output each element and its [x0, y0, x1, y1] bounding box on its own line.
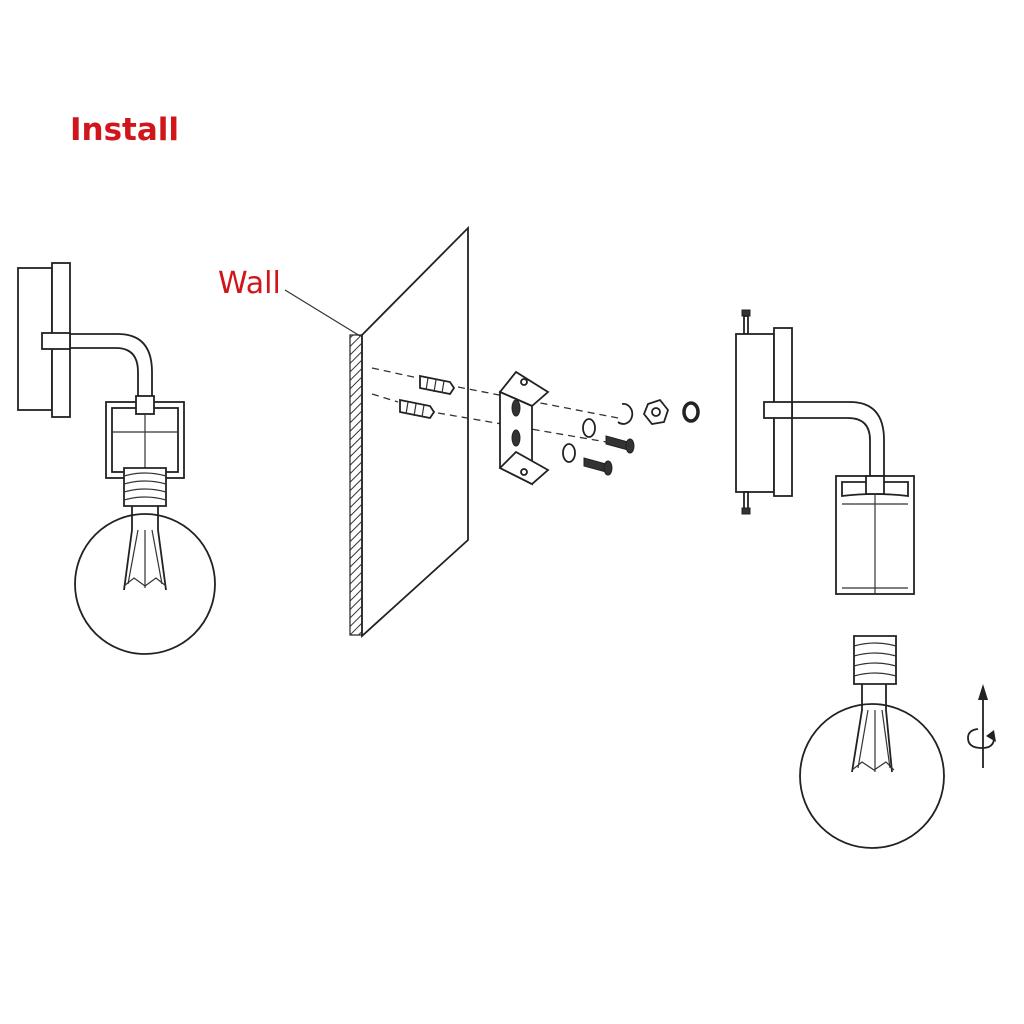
screw-bottom: [583, 457, 613, 476]
washer-bottom: [562, 443, 576, 463]
socket-left: [105, 395, 185, 479]
wall-plug-bottom: [399, 398, 436, 420]
wall: [284, 225, 469, 639]
arm-left: [41, 332, 153, 402]
assembled-lamp: [17, 262, 216, 655]
wall-hatch: [349, 334, 363, 636]
split-ring: [617, 403, 634, 425]
cap-screw-bottom: [741, 491, 751, 515]
arm-right: [763, 401, 885, 476]
screw-top: [605, 435, 635, 454]
exploded-lamp: [735, 309, 996, 849]
cap-screw-top: [741, 309, 751, 335]
mounting-bracket: [498, 370, 550, 486]
bulb-right: [799, 635, 945, 849]
hex-nut: [642, 398, 670, 425]
wall-plate-right: [735, 327, 793, 497]
o-ring: [682, 401, 700, 423]
title: Install: [70, 112, 180, 148]
wall-plug-top: [419, 374, 456, 396]
washer-top: [582, 418, 596, 438]
socket-right: [835, 475, 915, 595]
wall-leader-line: [284, 289, 361, 337]
screws-and-washers: [562, 398, 700, 476]
wall-anchors: [371, 367, 619, 445]
bulb-left: [74, 467, 216, 655]
wall-label: Wall: [218, 266, 281, 301]
rotate-arrow-icon: [967, 684, 996, 768]
